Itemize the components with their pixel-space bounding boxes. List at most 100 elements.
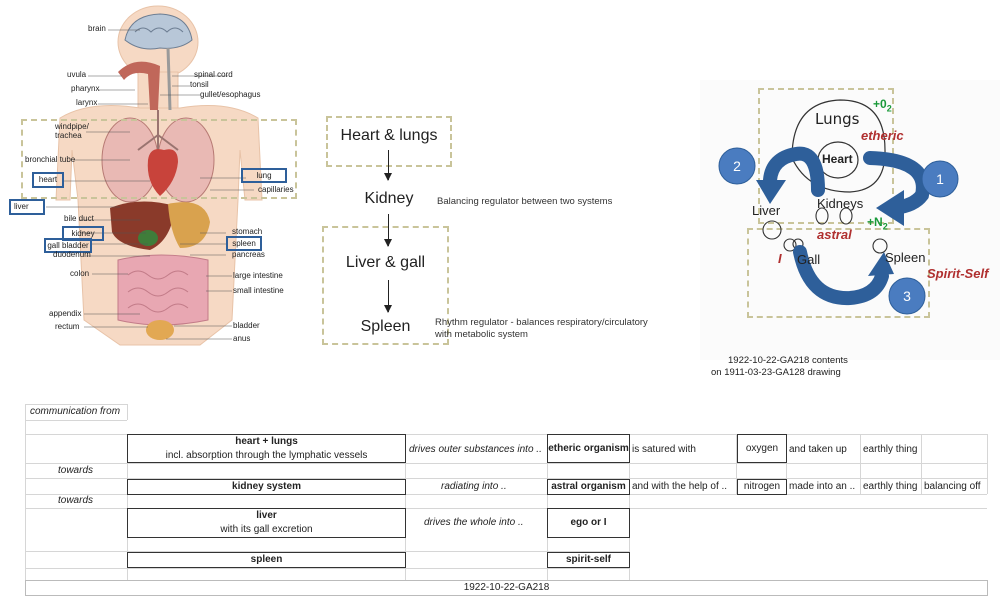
grid-line (25, 420, 127, 421)
sketch-circle-1 (921, 160, 959, 198)
row3-organ-sub: with its gall excretion (220, 524, 313, 535)
label-rectum: rectum (55, 322, 80, 331)
grid-line (25, 404, 26, 580)
label-lung: lung (241, 168, 287, 183)
label-gullet: gullet/esophagus (200, 90, 261, 99)
table-communication-from: communication from (30, 406, 121, 417)
row2-verb: radiating into .. (441, 481, 507, 492)
sketch-heart-label: Heart (822, 152, 853, 166)
sketch-gall-label: Gall (797, 252, 821, 267)
sketch-n2: +N2 (867, 215, 888, 231)
sketch-caption-2: on 1911-03-23-GA128 drawing (711, 367, 841, 378)
sketch-etheric: etheric (861, 128, 904, 143)
row1-body: etheric organism (547, 434, 630, 463)
anatomy-figure (46, 5, 263, 346)
row1-organ: heart + lungs incl. absorption through t… (127, 434, 406, 463)
sketch-i-label: I (778, 251, 782, 266)
sketch-lower-frame (747, 228, 930, 318)
grid-line (25, 494, 987, 495)
row4-body: spirit-self (547, 552, 630, 568)
label-small-intestine: small intestine (233, 286, 284, 295)
row1-organ-title: heart + lungs (235, 436, 298, 447)
sketch-circle-3 (888, 277, 926, 315)
sketch-circle-2 (718, 147, 756, 185)
label-pancreas: pancreas (232, 250, 265, 259)
label-larynx: larynx (76, 98, 98, 107)
label-bronchial-tube: bronchial tube (25, 155, 76, 164)
grid-line (25, 404, 127, 405)
label-capillaries: capillaries (258, 185, 294, 194)
label-brain: brain (88, 24, 106, 33)
row1-c2: oxygen (737, 434, 787, 463)
label-spleen: spleen (226, 236, 262, 251)
label-stomach: stomach (232, 227, 263, 236)
sketch-drawing (718, 99, 959, 315)
grid-line (25, 508, 987, 509)
flow-kidney: Kidney (364, 190, 414, 207)
grid-line (921, 434, 922, 494)
table-towards-1: towards (58, 465, 94, 476)
label-spinal-cord: spinal cord (194, 70, 233, 79)
label-gall-bladder: gall bladder (44, 238, 92, 253)
label-duodenum: duodenum (53, 250, 91, 259)
row2-organ: kidney system (127, 479, 406, 495)
sketch-caption-1: 1922-10-22-GA218 contents (728, 355, 848, 366)
label-windpipe: windpipe/ trachea (55, 122, 89, 140)
label-large-intestine: large intestine (233, 271, 283, 280)
label-heart: heart (32, 172, 64, 188)
liver-spleen-frame (322, 226, 449, 345)
grid-line (25, 463, 987, 464)
grid-line (405, 434, 406, 580)
flow-kidney-note: Balancing regulator between two systems (437, 196, 613, 207)
row1-c4: earthly thing (863, 444, 918, 455)
sketch-panel (700, 80, 1000, 360)
grid-line (987, 434, 988, 494)
flow-arrow-3 (384, 280, 392, 313)
label-bladder: bladder (233, 321, 260, 330)
row1-organ-sub: incl. absorption through the lymphatic v… (165, 450, 368, 461)
flow-spleen: Spleen (360, 318, 411, 335)
grid-line (786, 434, 787, 494)
organ-region-frame (21, 119, 297, 199)
row3-verb: drives the whole into .. (424, 517, 524, 528)
sketch-liver-label: Liver (752, 203, 781, 218)
sketch-astral: astral (817, 227, 852, 242)
grid-line (629, 434, 630, 580)
row2-c3: made into an .. (789, 481, 856, 492)
label-pharynx: pharynx (71, 84, 100, 93)
label-liver: liver (9, 199, 45, 215)
row2-c1: and with the help of .. (632, 481, 728, 492)
flow-spleen-note-1: Rhythm regulator - balances respiratory/… (435, 317, 648, 328)
label-kidney: kidney (62, 226, 104, 241)
grid-line (25, 551, 629, 552)
row1-c1: is satured with (632, 444, 696, 455)
sketch-arrow-2 (763, 146, 825, 197)
row2-c5: balancing off (924, 481, 981, 492)
row2-c2: nitrogen (737, 479, 787, 495)
flow-heart-lungs: Heart & lungs (340, 127, 438, 144)
heart-lungs-frame (326, 116, 452, 167)
grid-line (547, 434, 548, 580)
grid-line (127, 404, 128, 420)
grid-line (736, 434, 737, 494)
row2-body: astral organism (547, 479, 630, 495)
label-appendix: appendix (49, 309, 82, 318)
sketch-num-2: 2 (733, 158, 741, 174)
sketch-arrow-1 (863, 151, 930, 215)
sketch-spleen-label: Spleen (885, 250, 926, 265)
flow-liver-gall: Liver & gall (345, 254, 426, 271)
sketch-lungs-label: Lungs (815, 110, 860, 128)
label-tonsil: tonsil (190, 80, 209, 89)
sketch-spirit-self: Spirit-Self (927, 266, 989, 281)
sketch-n2-sub: 2 (882, 221, 888, 232)
flow-arrow-1 (384, 150, 392, 181)
sketch-n2-text: +N (867, 215, 883, 229)
table-footer: 1922-10-22-GA218 (25, 580, 988, 596)
label-colon: colon (70, 269, 90, 278)
grid-line (860, 434, 861, 494)
sketch-num-1: 1 (936, 171, 944, 187)
label-uvula: uvula (67, 70, 87, 79)
row3-body: ego or I (547, 508, 630, 538)
sketch-num-3: 3 (903, 288, 911, 304)
grid-line (25, 478, 987, 479)
